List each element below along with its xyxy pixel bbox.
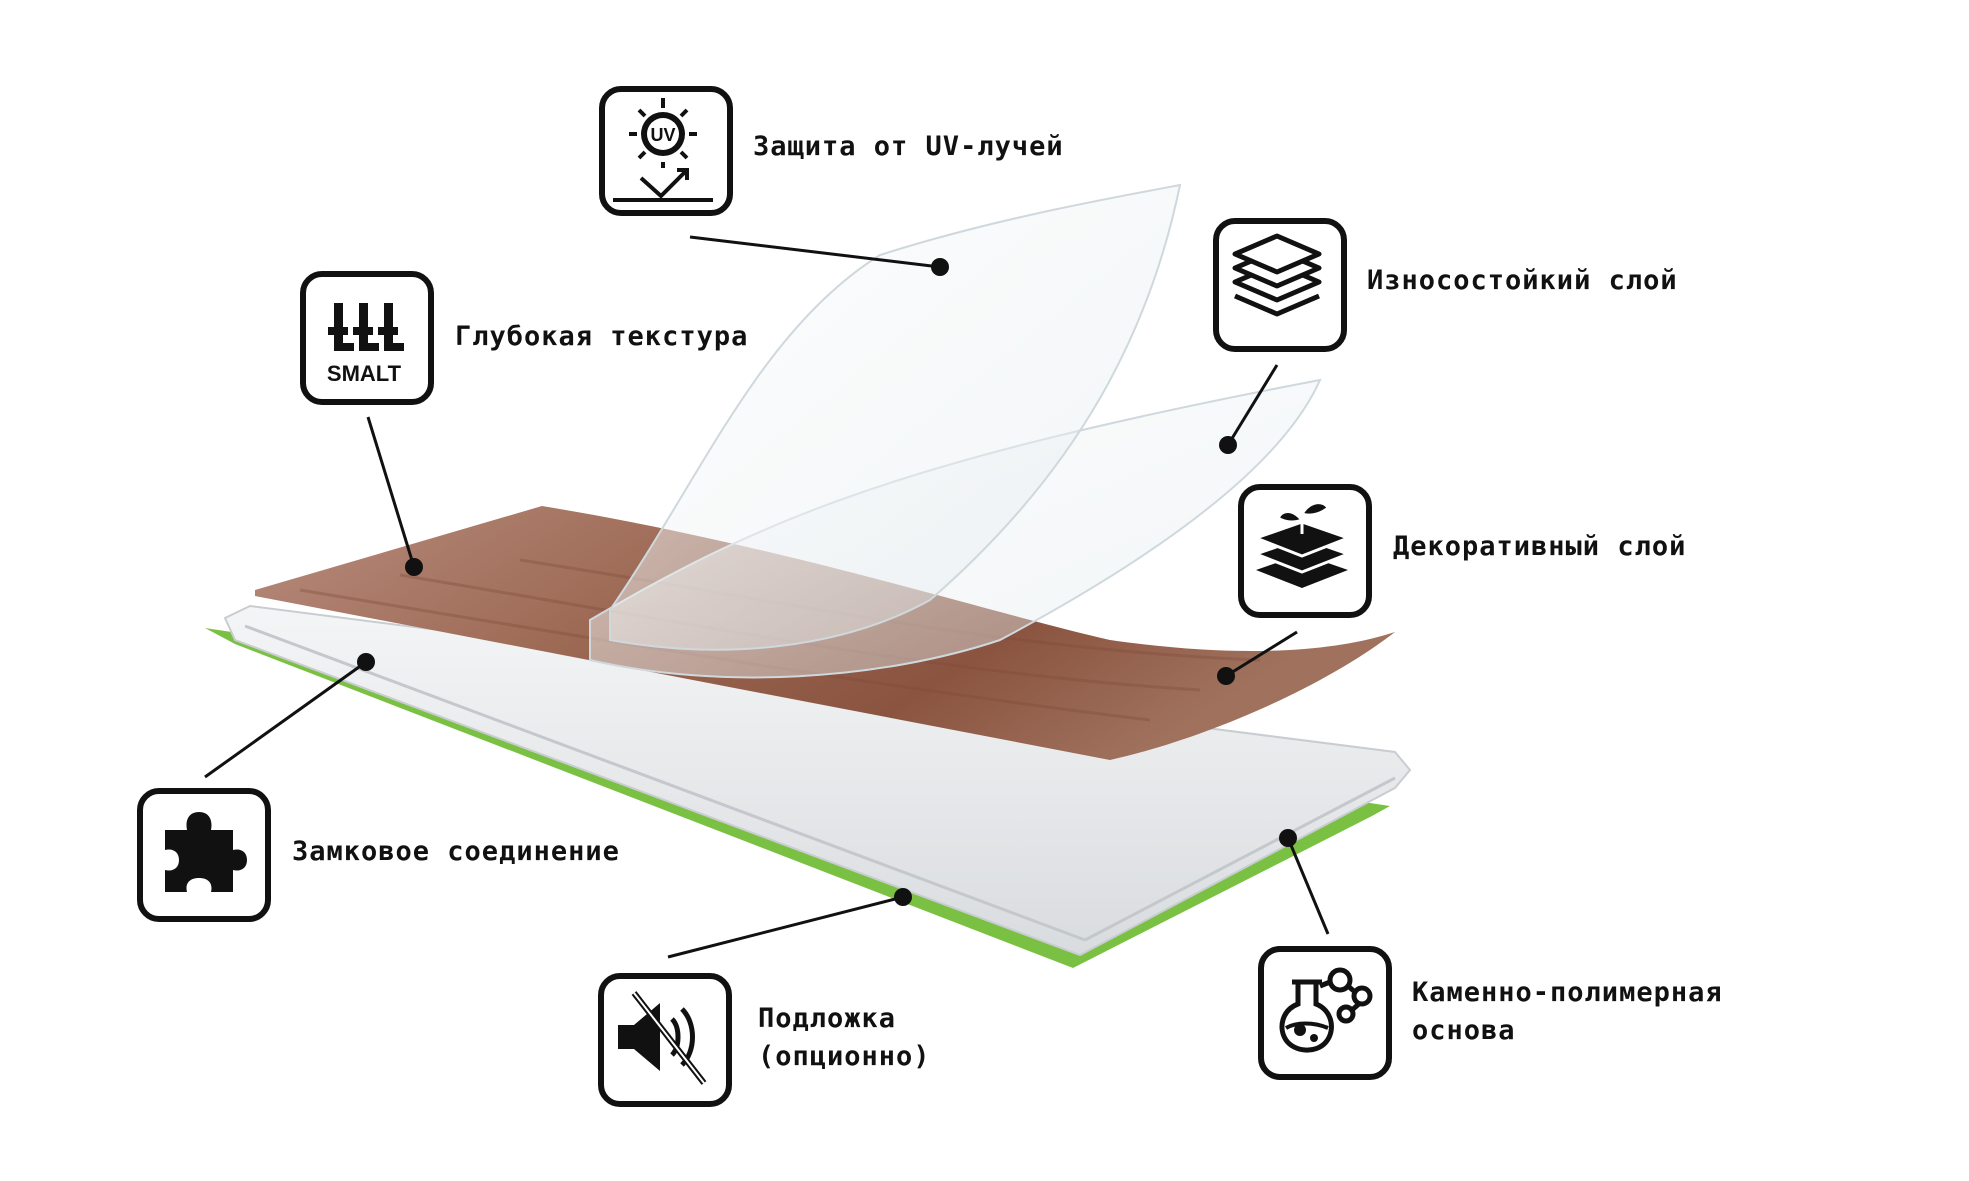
label-underlay-line1: Подложка (758, 1003, 897, 1034)
core-groove-2 (1084, 776, 1396, 942)
sound-mute-icon (618, 991, 707, 1085)
leader-uv (689, 235, 941, 269)
core-groove (244, 624, 1086, 942)
dot-core (1279, 829, 1297, 847)
label-underlay: Подложка (опционно) (758, 1000, 931, 1076)
dot-deco (1217, 667, 1235, 685)
core-icon-box (1258, 946, 1392, 1080)
lock-joint-icon-box (137, 788, 271, 922)
label-lock-joint: Замковое соединение (292, 836, 620, 867)
uv-layer-film (609, 183, 1182, 651)
label-uv-protection: Защита от UV-лучей (753, 131, 1064, 162)
flask-molecule-icon (1279, 967, 1373, 1053)
leader-texture (366, 416, 416, 568)
uv-protection-icon-box: UV (599, 86, 733, 216)
puzzle-piece-icon (165, 812, 247, 892)
label-wear-layer: Износостойкий слой (1367, 265, 1678, 296)
uv-badge-text: UV (650, 125, 675, 145)
label-decorative-layer: Декоративный слой (1393, 531, 1687, 562)
dot-underlay (894, 888, 912, 906)
stacked-layers-icon (1232, 233, 1322, 317)
dot-wear (1219, 436, 1237, 454)
label-core-line1: Каменно-полимерная (1412, 977, 1723, 1008)
uv-sun-icon: UV (613, 98, 713, 202)
leader-lock (204, 660, 367, 779)
dot-uv (931, 258, 949, 276)
dot-lock (357, 653, 375, 671)
label-underlay-line2: (опционно) (758, 1041, 931, 1072)
smalt-badge-text: SMALT (327, 361, 402, 386)
leader-underlay (667, 895, 904, 959)
leader-core (1286, 837, 1330, 935)
deep-texture-icon: SMALT (327, 303, 404, 386)
decorative-layer-icon-box (1238, 484, 1372, 618)
label-core-line2: основа (1412, 1015, 1516, 1046)
leader-deco (1225, 630, 1298, 678)
texture-icon-box: SMALT (300, 271, 434, 405)
leader-wear (1226, 364, 1279, 446)
sprout-layers-icon (1251, 501, 1353, 588)
label-core: Каменно-полимерная основа (1412, 974, 1723, 1050)
dot-texture (405, 558, 423, 576)
label-deep-texture: Глубокая текстура (455, 321, 749, 352)
underlay-icon-box (598, 973, 732, 1107)
wear-layer-icon-box (1213, 218, 1347, 352)
